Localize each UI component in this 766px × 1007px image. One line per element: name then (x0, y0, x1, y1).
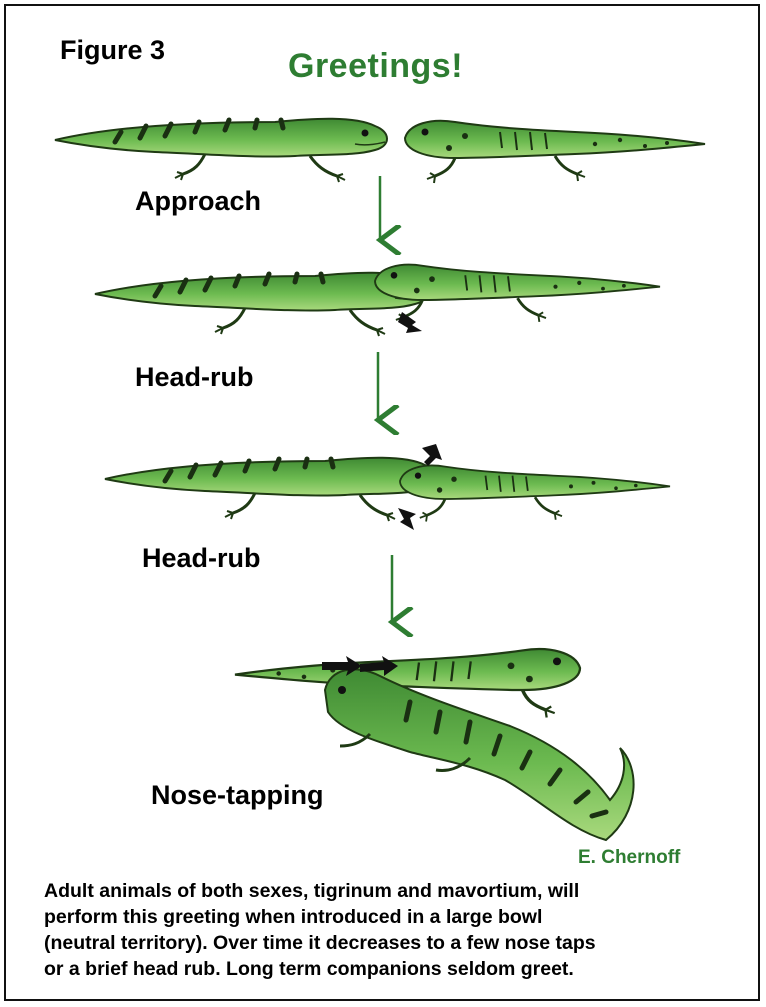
stage-label-approach: Approach (135, 186, 261, 217)
stage-label-head-rub-2: Head-rub (142, 543, 261, 574)
salamander-pair-approach (55, 119, 705, 183)
caption-line: Adult animals of both sexes, tigrinum an… (44, 878, 734, 904)
salamander-pair-head-rub-1 (95, 265, 660, 336)
artist-credit: E. Chernoff (578, 847, 680, 869)
motion-arrow-up-icon (422, 444, 442, 466)
caption-line: or a brief head rub. Long term companion… (44, 956, 734, 982)
motion-arrow-down-icon (398, 508, 416, 530)
caption-line: perform this greeting when introduced in… (44, 904, 734, 930)
salamander-pair-head-rub-2 (105, 444, 670, 530)
stage-label-nose-tapping: Nose-tapping (151, 780, 324, 811)
stage-label-head-rub-1: Head-rub (135, 362, 254, 393)
caption-line: (neutral territory). Over time it decrea… (44, 930, 734, 956)
salamander-pair-nose-tapping (235, 649, 634, 840)
figure-caption: Adult animals of both sexes, tigrinum an… (44, 878, 734, 982)
